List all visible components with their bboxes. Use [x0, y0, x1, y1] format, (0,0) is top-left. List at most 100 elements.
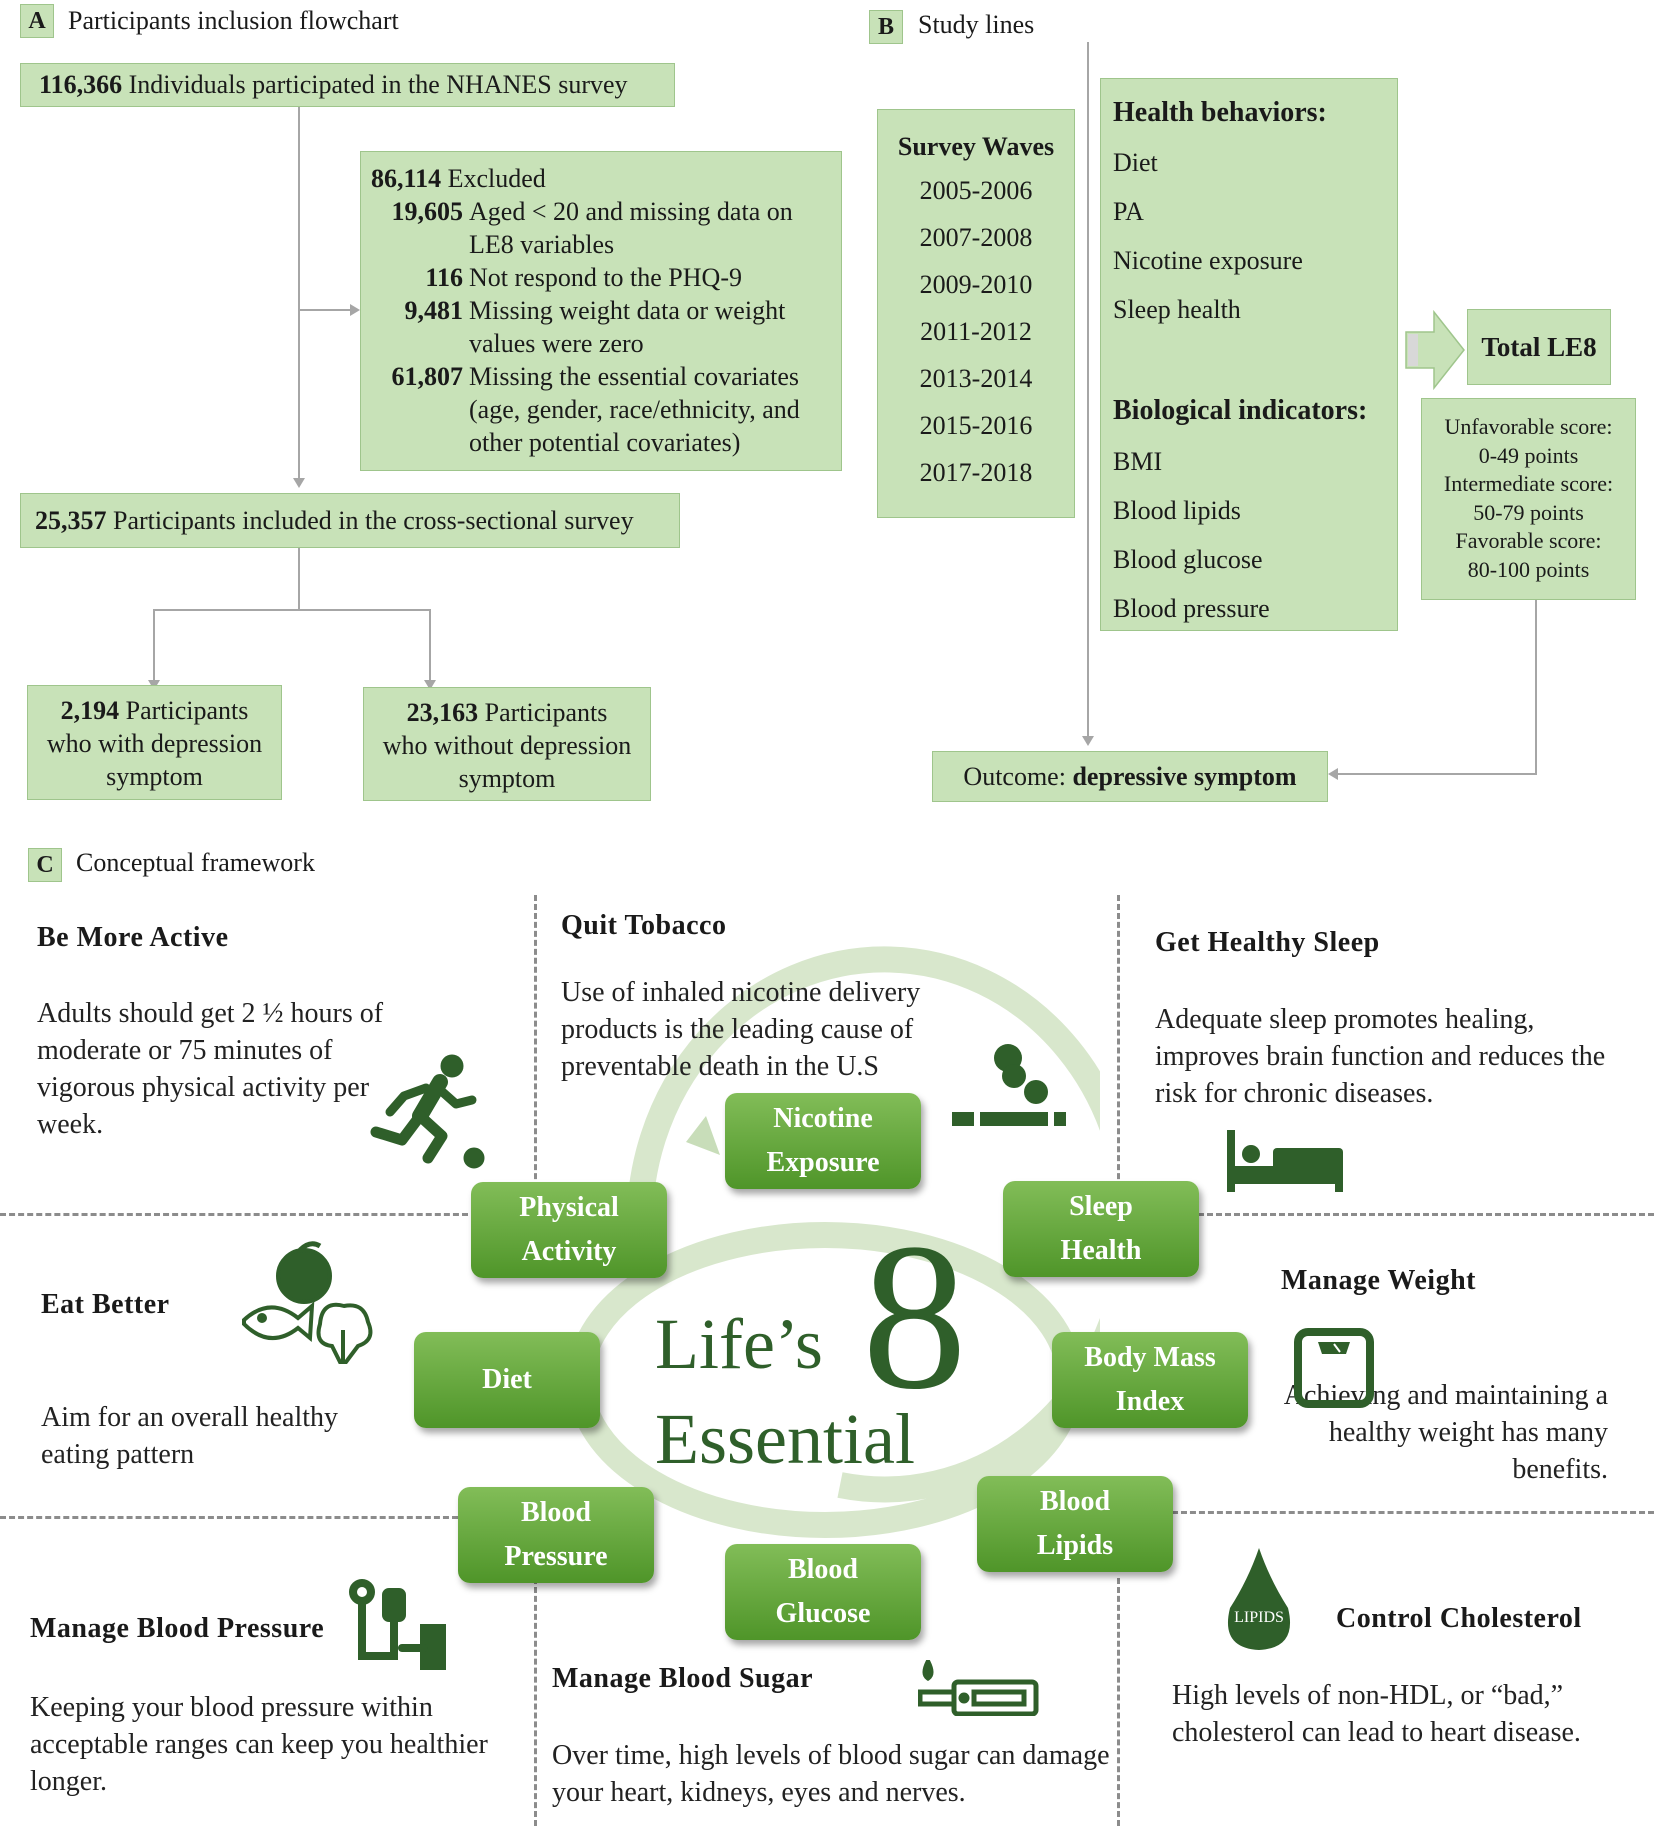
section-tobacco-title: Quit Tobacco [561, 910, 727, 941]
flow-connector-left [153, 609, 155, 681]
panel-b-tag: B [869, 10, 903, 44]
bio-indicators-title: Biological indicators: [1113, 395, 1368, 426]
section-sleep-desc: Adequate sleep promotes healing, improve… [1155, 1004, 1606, 1109]
outcome-box: Outcome: depressive symptom [932, 751, 1328, 802]
outcome-label: Outcome: [963, 762, 1073, 791]
survey-wave-item: 2007-2008 [919, 223, 1033, 252]
flow-connector-split [298, 548, 300, 610]
panel-a-tag: A [20, 4, 54, 38]
flow-connector-main [298, 107, 300, 478]
study-line-vertical [1087, 42, 1089, 736]
flow-without-depression-box: 23,163 Participants who without depressi… [363, 687, 651, 801]
survey-wave-item: 2013-2014 [919, 364, 1033, 393]
lipids-icon-text: LIPIDS [1234, 1609, 1284, 1626]
section-weight-desc: Achieving and maintaining a healthy weig… [1283, 1380, 1608, 1485]
flow-arrow-excluded [350, 304, 360, 316]
running-person-icon [370, 1054, 485, 1169]
flow-with-depression-box: 2,194 Participants who with depression s… [27, 685, 282, 800]
food-icon [242, 1241, 373, 1364]
pill-sleep-health: Sleep Health [1003, 1181, 1199, 1277]
score-label: Intermediate score: [1443, 471, 1614, 496]
panel-c-title: Conceptual framework [76, 848, 315, 877]
pill-physical-activity: Physical Activity [471, 1182, 667, 1278]
section-sugar-desc: Over time, high levels of blood sugar ca… [552, 1740, 1110, 1808]
score-label: Favorable score: [1455, 528, 1602, 553]
total-le8-box: Total LE8 [1467, 309, 1611, 385]
section-sugar-title: Manage Blood Sugar [552, 1663, 814, 1694]
panel-a-title: Participants inclusion flowchart [68, 6, 399, 35]
section-eat-desc: Aim for an overall healthy eating patter… [41, 1402, 339, 1470]
flow-included-box: 25,357 Participants included in the cros… [20, 493, 680, 548]
section-chol-desc: High levels of non-HDL, or “bad,” choles… [1172, 1680, 1581, 1748]
health-item: Sleep health [1113, 295, 1241, 324]
divider-vertical [534, 1578, 537, 1826]
center-number: 8 [862, 1201, 967, 1433]
flow-arrow-included [293, 478, 305, 488]
section-active-title: Be More Active [37, 922, 229, 953]
cigarette-icon [952, 1044, 1066, 1126]
survey-waves-box: Survey Waves 2005-2006 2007-2008 2009-2010… [877, 109, 1075, 518]
divider-horizontal [1198, 1213, 1654, 1216]
section-chol-title: Control Cholesterol [1336, 1603, 1582, 1634]
flow-arrow-without [424, 680, 436, 690]
flow-total-box: 116,366 Individuals participated in the … [20, 63, 675, 107]
score-connector-horizontal [1338, 773, 1537, 775]
outcome-value: depressive symptom [1072, 762, 1297, 791]
section-weight-title: Manage Weight [1281, 1265, 1476, 1296]
pill-body-mass-index: Body Mass Index [1052, 1332, 1248, 1428]
flow-connector-excluded [298, 309, 350, 311]
flow-total-text: Individuals participated in the NHANES s… [122, 70, 628, 99]
flow-connector-right [429, 609, 431, 681]
excluded-num: 86,114 [371, 164, 442, 193]
center-title-line2: Essential [655, 1399, 915, 1479]
le8-ring-arc [626, 946, 1100, 1503]
panel-c-tag: C [28, 848, 62, 882]
health-item: PA [1113, 197, 1144, 226]
le8-metrics-box: Health behaviors: Diet PA Nicotine expos… [1100, 78, 1398, 631]
score-range: 0-49 points [1478, 442, 1579, 468]
divider-vertical [1117, 1578, 1120, 1826]
section-bp-desc: Keeping your blood pressure within accep… [30, 1692, 488, 1797]
blood-pressure-monitor-icon [349, 1579, 446, 1670]
pill-blood-lipids: Blood Lipids [977, 1476, 1173, 1572]
bio-item: Blood pressure [1113, 594, 1270, 623]
divider-horizontal [0, 1213, 468, 1216]
study-line-arrow [1082, 736, 1094, 746]
health-behaviors-title: Health behaviors: [1113, 97, 1327, 128]
pill-diet: Diet [414, 1332, 600, 1428]
divider-vertical [534, 895, 537, 1215]
score-label: Unfavorable score: [1444, 414, 1613, 439]
bio-item: Blood glucose [1113, 545, 1263, 574]
score-connector-vertical [1535, 600, 1537, 774]
included-num: 25,357 [35, 506, 107, 535]
bio-item: Blood lipids [1113, 496, 1241, 525]
panel-b-title: Study lines [918, 10, 1035, 39]
lipids-drop-icon: LIPIDS [1227, 1548, 1291, 1650]
divider-horizontal [0, 1516, 458, 1519]
divider-horizontal [1172, 1511, 1654, 1514]
block-arrow-icon [1405, 310, 1465, 390]
score-range: 80-100 points [1467, 556, 1590, 582]
survey-waves-title: Survey Waves [897, 132, 1055, 161]
survey-wave-item: 2017-2018 [919, 458, 1033, 487]
flow-connector-branch [153, 609, 431, 611]
section-sleep-title: Get Healthy Sleep [1155, 927, 1380, 958]
pill-nicotine-exposure: Nicotine Exposure [725, 1093, 921, 1189]
excluded-label: Excluded [441, 164, 546, 193]
pill-blood-glucose: Blood Glucose [725, 1544, 921, 1640]
center-title-line1: Life’s [655, 1304, 823, 1384]
survey-wave-item: 2005-2006 [919, 176, 1033, 205]
health-item: Diet [1113, 148, 1158, 177]
bio-item: BMI [1113, 447, 1163, 476]
divider-vertical [1117, 895, 1120, 1215]
survey-wave-item: 2015-2016 [919, 411, 1033, 440]
score-categories-box: Unfavorable score: 0-49 points Intermedi… [1421, 398, 1636, 600]
survey-wave-item: 2009-2010 [919, 270, 1033, 299]
pill-blood-pressure: Blood Pressure [458, 1487, 654, 1583]
score-range: 50-79 points [1473, 499, 1584, 525]
